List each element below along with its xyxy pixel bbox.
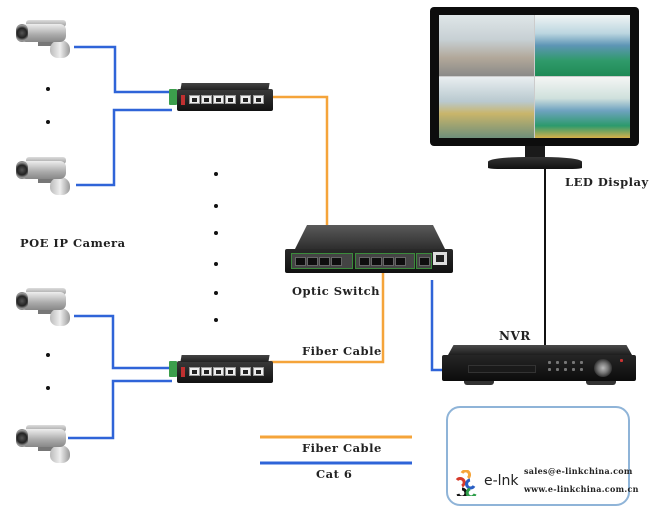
cat6-cable [74, 45, 172, 94]
cat6-cable [430, 280, 445, 372]
cat6-cable [76, 108, 172, 187]
ellipsis-dot [46, 353, 50, 357]
ellipsis-dot [214, 262, 218, 266]
contact-card [446, 406, 630, 506]
nvr-device [442, 345, 636, 385]
fiber-cable [270, 272, 385, 364]
ellipsis-dot [214, 291, 218, 295]
ellipsis-dot [214, 231, 218, 235]
ellipsis-dot [46, 120, 50, 124]
ellipsis-dot [214, 204, 218, 208]
legend-cat6-label: Cat 6 [316, 467, 353, 481]
ellipsis-dot [46, 87, 50, 91]
contact-website[interactable]: www.e-linkchina.com.cn [524, 484, 639, 494]
led-display [430, 7, 639, 146]
brand-name: e-lnk [484, 473, 519, 489]
camera-group-label: POE IP Camera [20, 236, 126, 250]
ellipsis-dot [46, 386, 50, 390]
optic-switch-label: Optic Switch [292, 284, 380, 298]
nvr-label: NVR [499, 329, 531, 343]
camera-feed [439, 77, 534, 138]
cat6-cable [74, 314, 172, 370]
legend-fiber-label: Fiber Cable [302, 441, 382, 455]
led-display-label: LED Display [565, 175, 649, 189]
camera-feed [535, 15, 630, 76]
optic-switch [285, 225, 453, 277]
cctv-feed-grid [439, 15, 630, 138]
contact-email[interactable]: sales@e-linkchina.com [524, 466, 633, 476]
fiber-cable [270, 95, 329, 228]
poe-switch [169, 355, 273, 383]
monitor-stand [525, 146, 545, 159]
camera-feed [439, 15, 534, 76]
e-link-logo-icon [455, 470, 477, 496]
cat6-cable [68, 379, 172, 440]
camera-feed [535, 77, 630, 138]
poe-ip-camera [16, 157, 78, 199]
fiber-cable-label: Fiber Cable [302, 344, 382, 358]
poe-ip-camera [16, 288, 78, 330]
ellipsis-dot [214, 318, 218, 322]
poe-ip-camera [16, 20, 78, 62]
ellipsis-dot [214, 172, 218, 176]
poe-switch [169, 83, 273, 111]
monitor-base [488, 157, 582, 169]
poe-ip-camera [16, 425, 78, 467]
